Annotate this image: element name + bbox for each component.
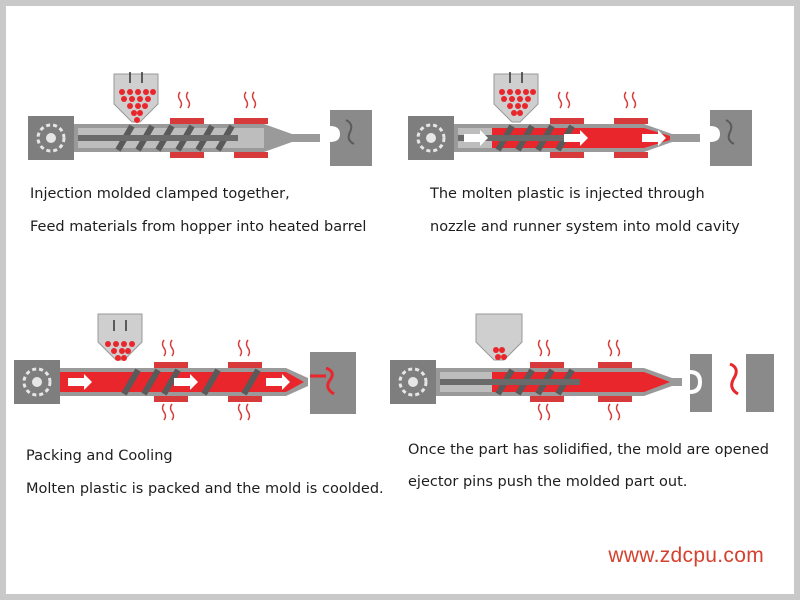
heater-bands (170, 118, 268, 158)
gear-icon (416, 123, 446, 153)
mold (330, 110, 372, 166)
gear-icon (22, 367, 52, 397)
stage-2-caption-line1: The molten plastic is injected through (430, 186, 705, 202)
mold-open (689, 354, 774, 412)
gear-icon (398, 367, 428, 397)
molded-part (729, 362, 739, 396)
stage-4-caption-line2: ejector pins push the molded part out. (408, 474, 688, 490)
gear-icon (36, 123, 66, 153)
right-arrow-icon (68, 374, 290, 390)
stage-3-caption-line2: Molten plastic is packed and the mold is… (26, 481, 384, 497)
stage-2-machine (408, 72, 752, 166)
plastic-pellets (119, 89, 156, 123)
molten-plastic (492, 372, 670, 392)
stage-1-diagram (28, 70, 378, 170)
stage-1-caption-line2: Feed materials from hopper into heated b… (30, 219, 367, 235)
stage-3-diagram (14, 312, 364, 422)
stage-1-caption-line1: Injection molded clamped together, (30, 186, 290, 202)
stage-2-diagram (408, 70, 758, 170)
watermark-url: www.zdcpu.com (608, 544, 764, 567)
stage-3-machine (14, 313, 356, 421)
stage-1-machine (28, 72, 372, 166)
down-arrow-icon (129, 72, 143, 83)
heat-wave-icon (177, 91, 257, 109)
stage-4-machine (390, 313, 774, 421)
stage-3-caption-line1: Packing and Cooling (26, 448, 173, 464)
right-arrow-icon (464, 130, 666, 146)
stage-4-caption-line1: Once the part has solidified, the mold a… (408, 442, 769, 458)
stage-2-caption-line2: nozzle and runner system into mold cavit… (430, 219, 740, 235)
hopper (113, 73, 159, 123)
stage-4-diagram (390, 312, 774, 422)
